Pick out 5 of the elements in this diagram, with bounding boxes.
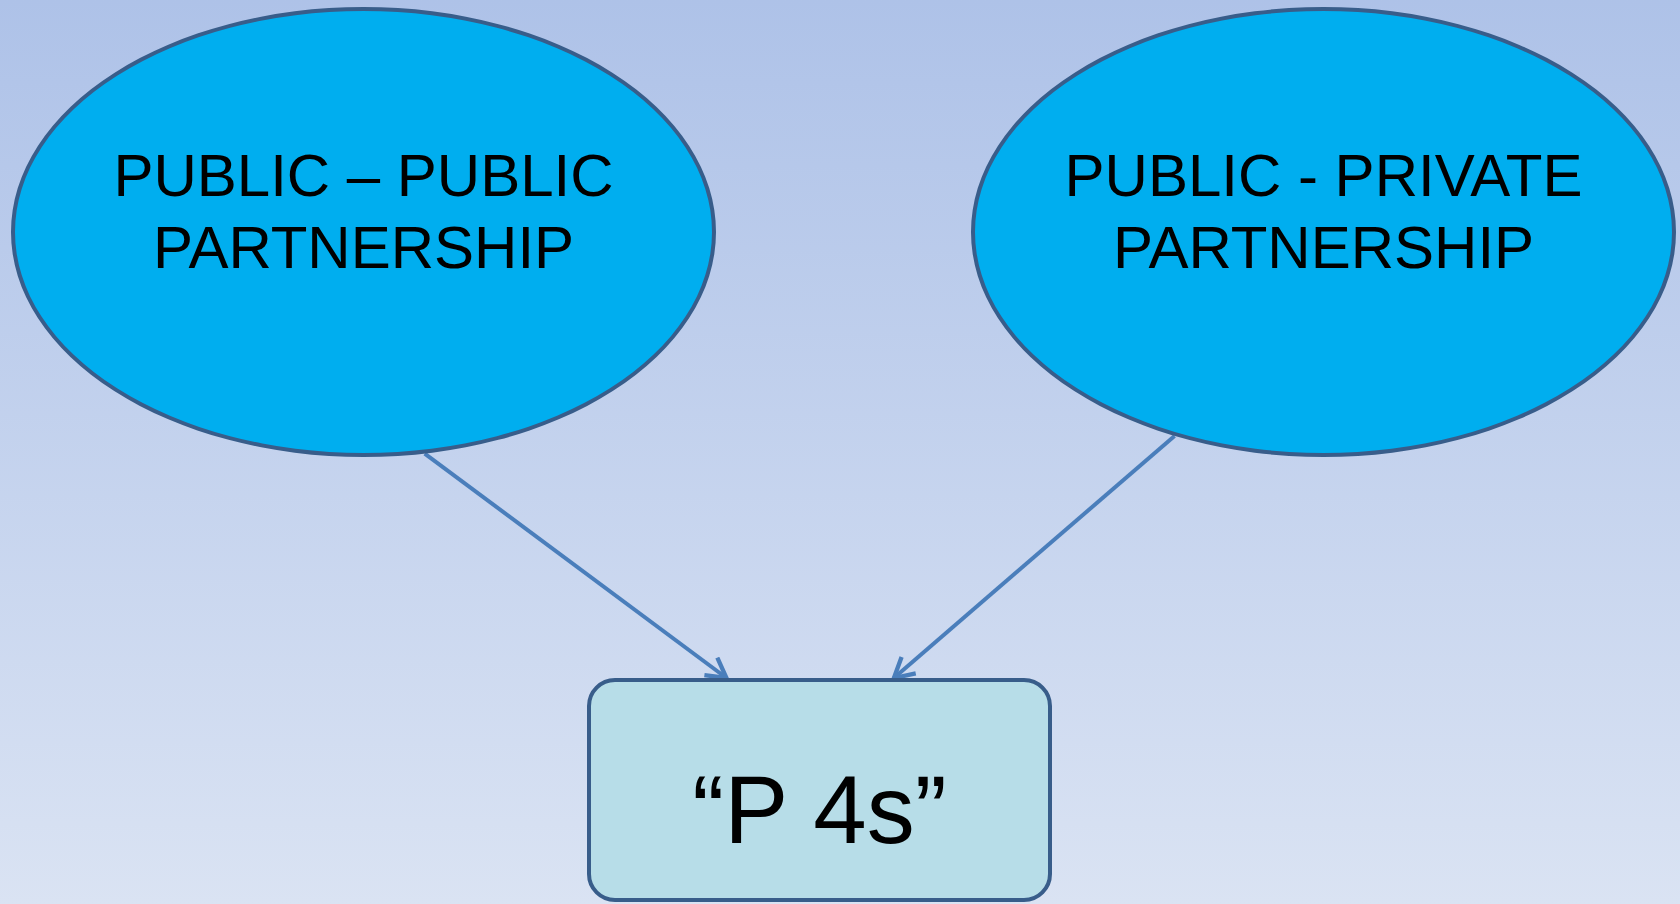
arrow (891, 434, 1176, 681)
node-label: PUBLIC – PUBLIC PARTNERSHIP (112, 141, 615, 283)
rounded-box (587, 678, 1052, 902)
node-label: PUBLIC - PRIVATE PARTNERSHIP (1063, 141, 1584, 283)
node-label: “P 4s” (692, 762, 947, 858)
